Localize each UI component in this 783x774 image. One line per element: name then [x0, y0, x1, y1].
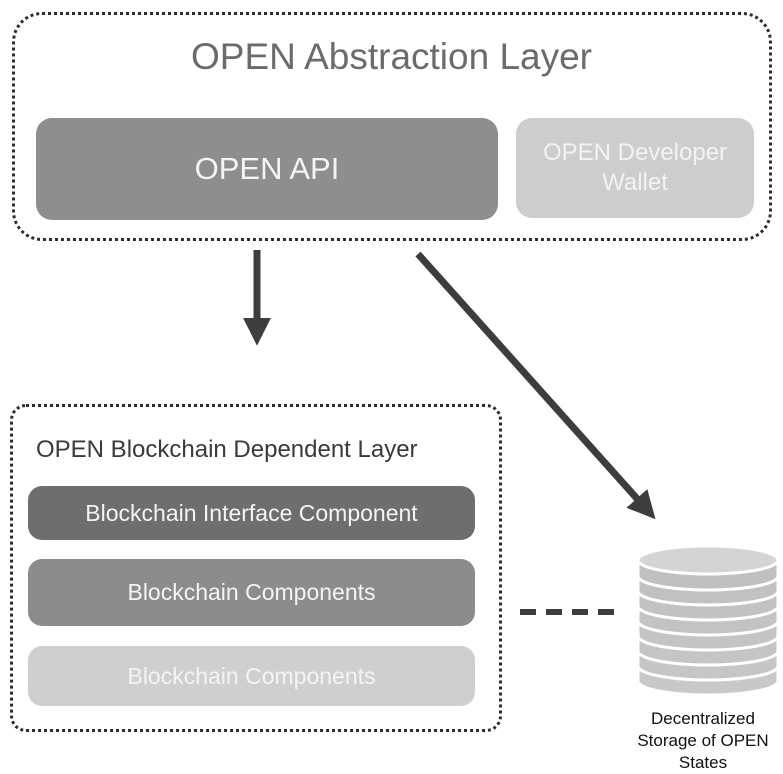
storage-caption: Decentralized Storage of OPEN States — [637, 709, 769, 772]
blockchain-interface-component: Blockchain Interface Component — [28, 486, 475, 540]
blockchain-components-light-label: Blockchain Components — [127, 662, 376, 689]
abstraction-layer-container — [12, 12, 772, 241]
open-api-label: OPEN API — [194, 151, 340, 186]
developer-wallet-box: OPEN Developer Wallet — [516, 118, 754, 218]
blockchain-components-box-light: Blockchain Components — [28, 646, 475, 706]
blockchain-components-box: Blockchain Components — [28, 559, 475, 626]
dependent-layer-container — [10, 404, 502, 732]
open-api-box: OPEN API — [36, 118, 498, 220]
blockchain-components-label: Blockchain Components — [127, 579, 376, 605]
arrow-to-storage — [415, 251, 656, 520]
abstraction-layer-title: OPEN Abstraction Layer — [190, 36, 593, 77]
dependent-layer-title: OPEN Blockchain Dependent Layer — [36, 436, 418, 463]
blockchain-interface-component-label: Blockchain Interface Component — [85, 499, 418, 526]
database-icon — [636, 544, 780, 697]
developer-wallet-label: OPEN Developer Wallet — [542, 139, 728, 196]
